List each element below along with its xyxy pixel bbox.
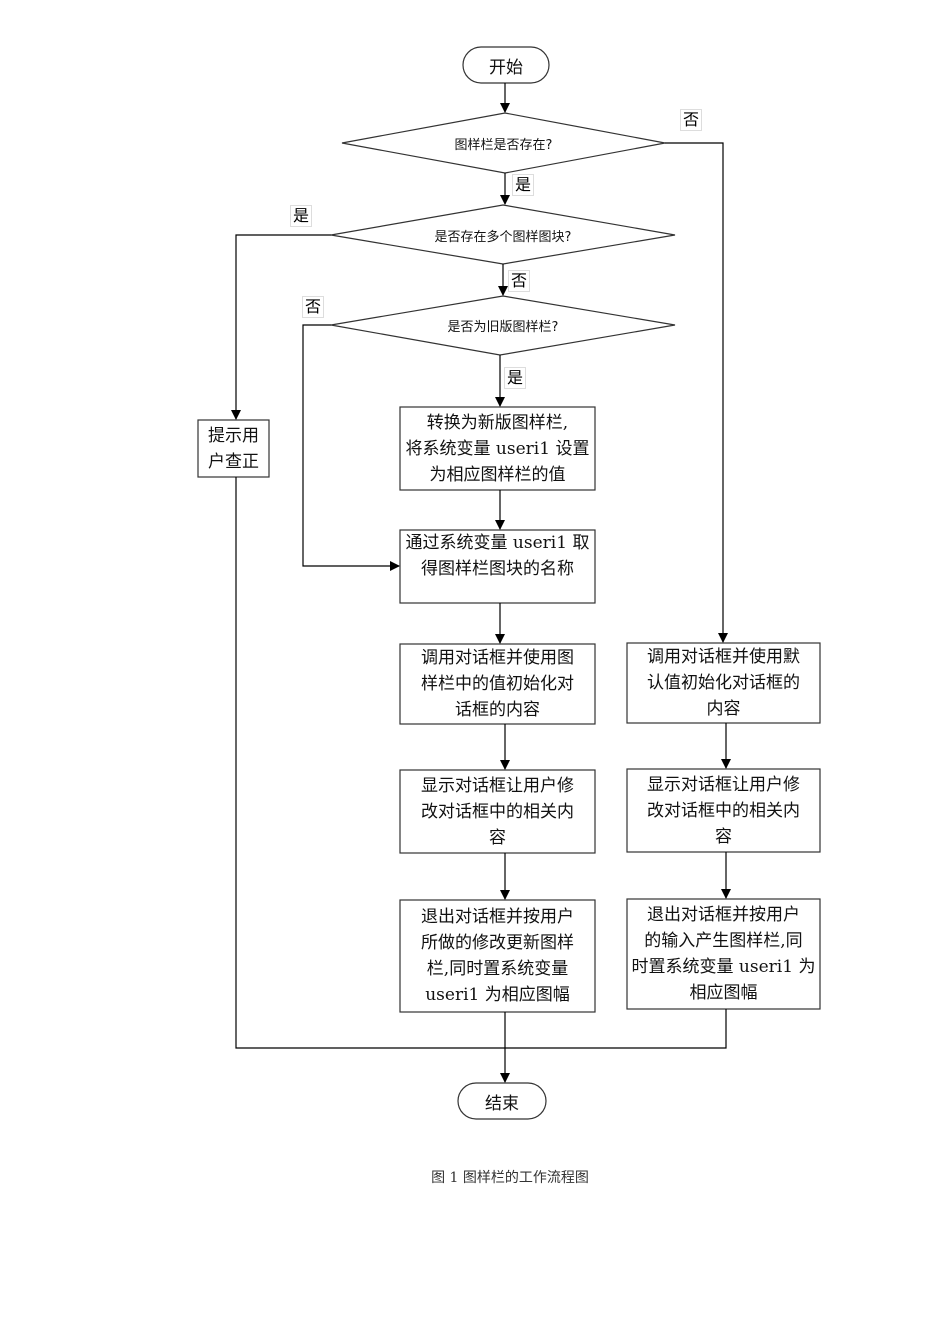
process-exit-create-label: 退出对话框并按用户 的输入产生图样栏,同 时置系统变量 useri1 为 相应图… [631,905,816,1003]
process-exit-update [399,899,596,1013]
figure-caption: 图 1 图样栏的工作流程图 [431,1170,589,1186]
process-exit-update-label: 退出对话框并按用户 所做的修改更新图样 栏,同时置系统变量 useri1 为相应… [421,907,574,1005]
edge-d1-no [665,142,728,643]
branch-d2-yes: 是 [290,205,313,227]
process-convert [399,406,596,491]
process-show-dialog-default-label: 显示对话框让用户修 改对话框中的相关内 容 [647,774,800,847]
process-convert-label: 转换为新版图样栏, 将系统变量 useri1 设置 为相应图样栏的值 [405,412,590,485]
end-label: 结束 [485,1093,519,1114]
branch-d2-no: 否 [508,270,531,292]
branch-d3-yes: 是 [504,367,527,389]
decision-d1-label: 图样栏是否存在? [454,137,553,153]
process-call-dialog-existing [399,643,596,725]
branch-d1-no: 否 [680,109,703,131]
process-show-dialog-existing [399,769,596,854]
process-get-name-label: 通过系统变量 useri1 取 得图样栏图块的名称 [405,533,590,579]
process-show-dialog-default [626,768,821,853]
process-prompt-user [197,419,270,478]
end-terminal [457,1082,547,1120]
branch-d3-no: 否 [302,296,325,318]
edge-d2-yes [231,234,331,420]
start-terminal [462,46,550,84]
process-call-dialog-default [626,642,821,724]
start-label: 开始 [489,57,523,78]
process-prompt-user-label: 提示用 户查正 [208,425,259,472]
decision-d3-label: 是否为旧版图样栏? [447,319,559,335]
branch-d1-yes: 是 [512,174,535,196]
process-call-dialog-default-label: 调用对话框并使用默 认值初始化对话框的 内容 [647,647,800,719]
process-show-dialog-existing-label: 显示对话框让用户修 改对话框中的相关内 容 [421,775,574,848]
edge-d3-no [302,324,400,571]
decision-d2-label: 是否存在多个图样图块? [434,229,572,245]
edge-prompt-merge [235,477,727,1049]
process-call-dialog-existing-label: 调用对话框并使用图 样栏中的值初始化对 话框的内容 [421,648,574,720]
process-exit-create [626,898,821,1010]
process-get-name [399,529,596,604]
